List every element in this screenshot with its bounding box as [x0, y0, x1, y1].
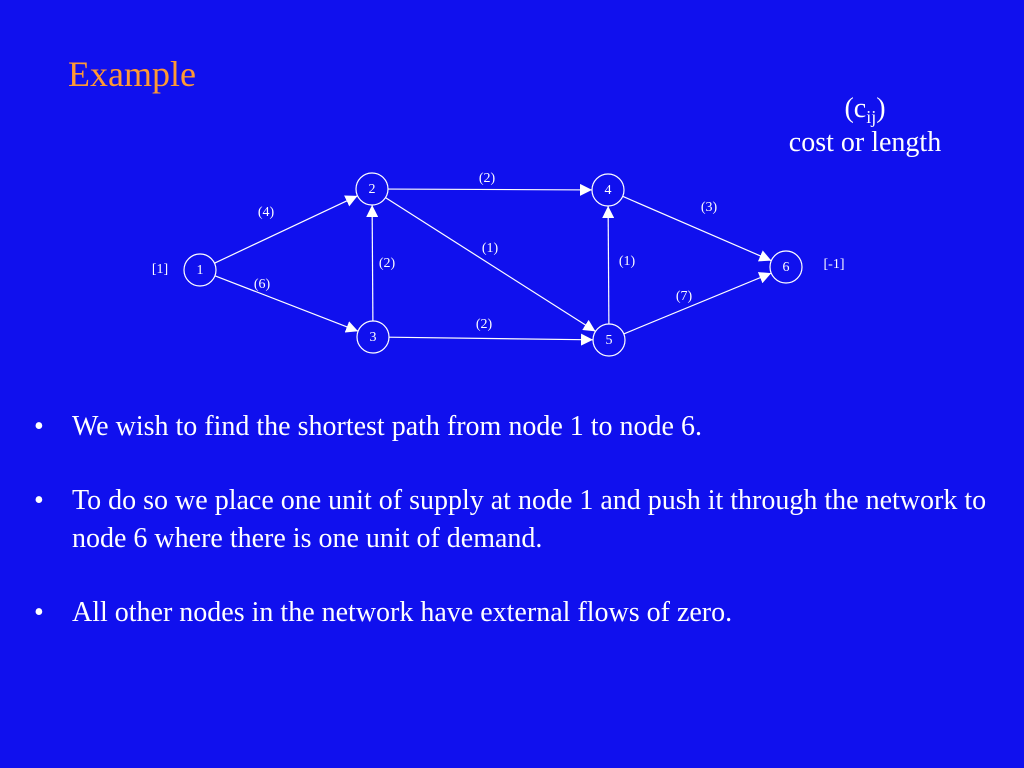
edge-1-2: [214, 195, 358, 264]
node-supply-label-1: [1]: [152, 262, 168, 277]
node-label-6: 6: [783, 260, 790, 275]
edge-1-3: [214, 275, 359, 333]
bullet-dot: •: [34, 597, 44, 628]
edge-2-5: [385, 197, 596, 332]
node-3: [356, 320, 390, 354]
node-1: [183, 253, 217, 287]
edge-4-6: [622, 195, 772, 262]
bullet-dot: •: [34, 485, 44, 516]
node-6: [769, 250, 803, 284]
edge-cost-label-3-5: (2): [476, 317, 493, 332]
edge-5-4: [602, 205, 615, 325]
cost-legend: (cij) cost or length: [760, 92, 970, 160]
bullet-item: • To do so we place one unit of supply a…: [30, 482, 990, 558]
legend-cij: (cij): [760, 92, 970, 126]
edge-cost-label-4-6: (3): [701, 200, 718, 215]
edge-2-4: [387, 183, 593, 196]
edge-3-2: [366, 204, 379, 322]
bullet-text: To do so we place one unit of supply at …: [72, 485, 987, 554]
bullet-text: We wish to find the shortest path from n…: [72, 411, 702, 442]
edge-cost-label-2-5: (1): [482, 241, 499, 256]
node-label-5: 5: [606, 333, 613, 348]
node-2: [355, 172, 389, 206]
bullet-text: All other nodes in the network have exte…: [72, 597, 733, 628]
node-label-4: 4: [605, 183, 612, 198]
node-label-3: 3: [370, 330, 377, 345]
edge-cost-label-2-4: (2): [479, 171, 496, 186]
node-supply-label-6: [-1]: [824, 257, 845, 272]
edge-cost-label-1-3: (6): [254, 277, 271, 292]
bullet-list: • We wish to find the shortest path from…: [30, 408, 990, 668]
edge-cost-label-5-4: (1): [619, 254, 636, 269]
node-label-2: 2: [369, 182, 376, 197]
edge-cost-label-3-2: (2): [379, 256, 396, 271]
legend-cij-main: (c: [844, 93, 867, 124]
edge-3-5: [388, 333, 594, 346]
edge-5-6: [623, 272, 772, 335]
slide-title: Example: [68, 54, 196, 94]
network-diagram: (4) (6) (2) (1) (2) (2) (3) (1) (7) 1 [1] 2 3 4 5 6 [-1…: [152, 171, 845, 357]
bullet-dot: •: [34, 411, 44, 442]
legend-description: cost or length: [788, 127, 942, 158]
node-4: [591, 173, 625, 207]
edge-cost-label-1-2: (4): [258, 205, 275, 220]
bullet-item: • All other nodes in the network have ex…: [30, 594, 990, 632]
node-label-1: 1: [197, 263, 204, 278]
node-5: [592, 323, 626, 357]
edge-cost-label-5-6: (7): [676, 289, 693, 304]
bullet-item: • We wish to find the shortest path from…: [30, 408, 990, 446]
legend-cij-subscript: ij: [866, 107, 877, 127]
legend-cij-close: ): [876, 93, 886, 124]
